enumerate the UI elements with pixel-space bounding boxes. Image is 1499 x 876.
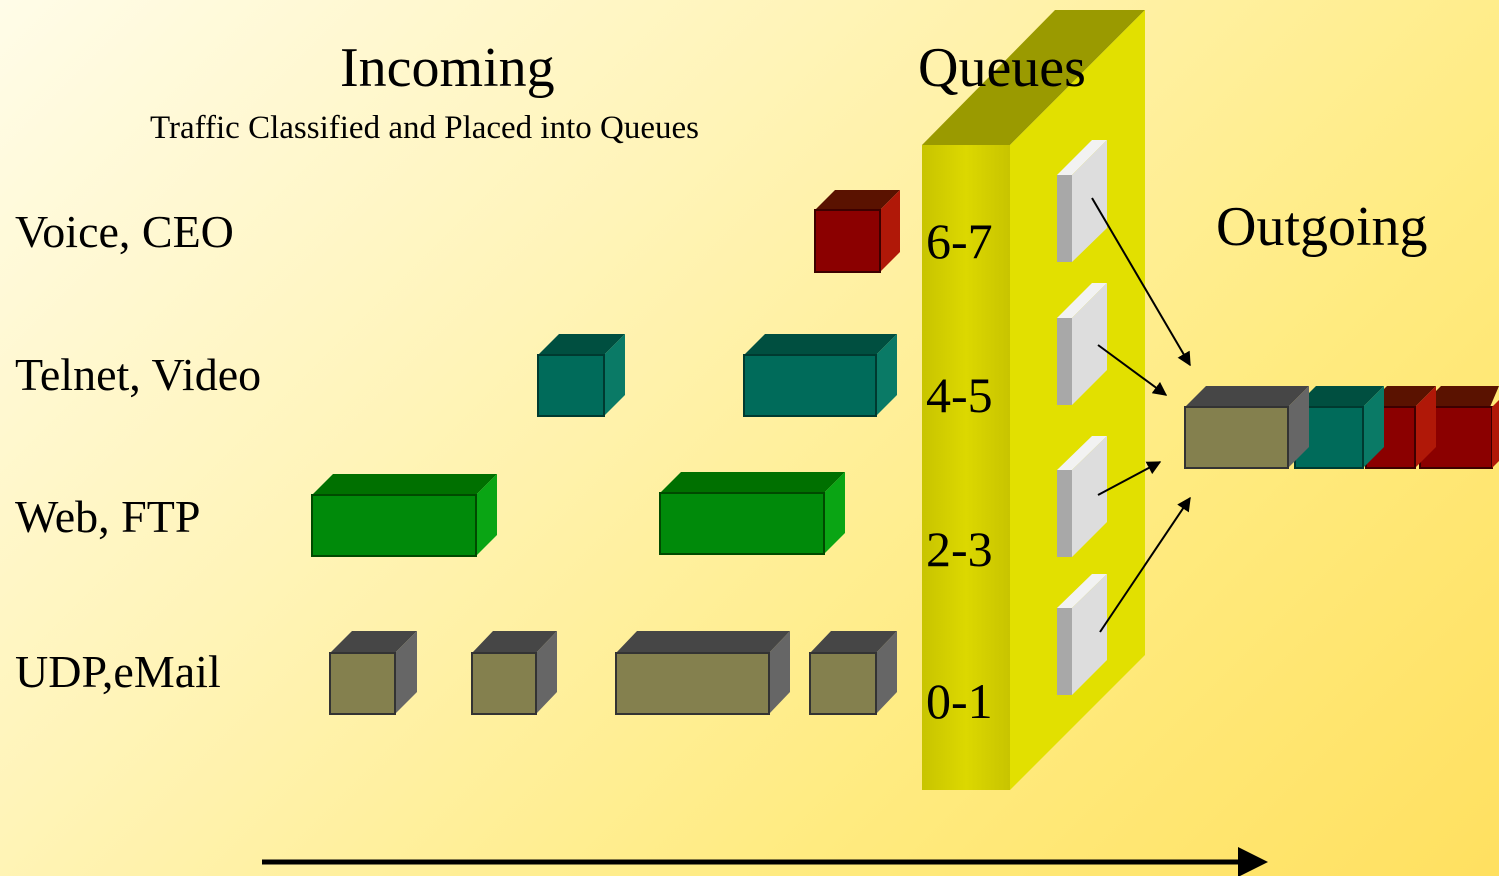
queue-level-2-3: 2-3 xyxy=(926,521,993,577)
traffic-label-telnet-video: Telnet, Video xyxy=(15,349,262,400)
queue-level-0-1: 0-1 xyxy=(926,673,993,729)
packet xyxy=(809,631,897,715)
queue-panel xyxy=(922,10,1145,790)
packet xyxy=(329,631,417,715)
queue-slot-6-7 xyxy=(1057,140,1107,262)
packets-web-ftp xyxy=(311,472,845,557)
traffic-label-web-ftp: Web, FTP xyxy=(15,491,201,542)
packets-telnet-video xyxy=(537,334,897,417)
outgoing-packets xyxy=(1184,386,1499,469)
dequeue-arrows xyxy=(1091,197,1191,633)
queue-slot-0-1 xyxy=(1057,574,1107,695)
arrow-queue-0-1 xyxy=(1099,496,1191,633)
packet xyxy=(537,334,625,417)
traffic-label-udp-email: UDP,eMail xyxy=(15,646,221,697)
queue-slot-4-5 xyxy=(1057,283,1107,405)
packet xyxy=(311,474,497,557)
incoming-subtitle: Traffic Classified and Placed into Queue… xyxy=(150,110,699,146)
packet xyxy=(615,631,790,715)
packet xyxy=(659,472,845,555)
queues-title: Queues xyxy=(918,37,1086,99)
arrow-queue-2-3 xyxy=(1097,461,1162,496)
packet xyxy=(814,190,900,273)
queue-level-6-7: 6-7 xyxy=(926,213,993,269)
queue-slot-2-3 xyxy=(1057,436,1107,557)
incoming-title: Incoming xyxy=(340,37,555,99)
queue-slots xyxy=(1057,140,1107,695)
traffic-label-voice: Voice, CEO xyxy=(15,206,234,257)
flow-arrow xyxy=(262,847,1268,876)
outgoing-title: Outgoing xyxy=(1216,196,1428,258)
arrow-queue-4-5 xyxy=(1097,344,1168,396)
arrow-queue-6-7 xyxy=(1091,197,1191,367)
packets-voice xyxy=(814,190,900,273)
packet xyxy=(471,631,557,715)
queue-level-4-5: 4-5 xyxy=(926,367,993,423)
packet xyxy=(743,334,897,417)
packets-udp-email xyxy=(329,631,897,715)
